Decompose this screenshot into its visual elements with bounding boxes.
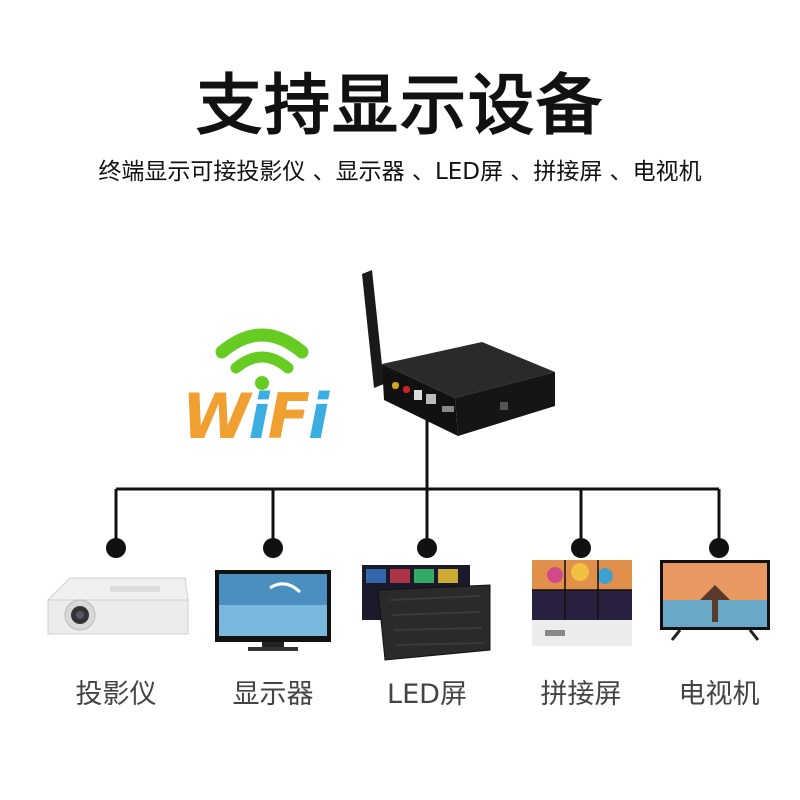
device-label-monitor: 显示器 [232, 679, 314, 710]
led-screen-icon [362, 565, 491, 661]
wifi-letter-i-2: i [308, 380, 329, 453]
wifi-letter-f: F [267, 380, 310, 453]
device-label-video-wall: 拼接屏 [540, 679, 622, 710]
wifi-signal-icon [215, 328, 309, 390]
wifi-logo-text: WiFi [182, 380, 329, 453]
device-label-tv: 电视机 [678, 679, 760, 710]
wifi-letter-i: i [248, 380, 269, 453]
device-label-projector: 投影仪 [75, 679, 157, 710]
connection-nodes [106, 538, 729, 558]
projector-icon [46, 577, 189, 635]
media-player-box-icon [362, 270, 555, 436]
device-label-led: LED屏 [387, 679, 467, 710]
page-subtitle: 终端显示可接投影仪 、显示器 、LED屏 、拼接屏 、电视机 [98, 159, 702, 185]
wifi-letter-w: W [182, 380, 250, 453]
video-wall-icon [532, 560, 632, 646]
monitor-icon [215, 570, 331, 651]
page-title: 支持显示设备 [196, 67, 604, 144]
tv-icon [660, 560, 770, 641]
